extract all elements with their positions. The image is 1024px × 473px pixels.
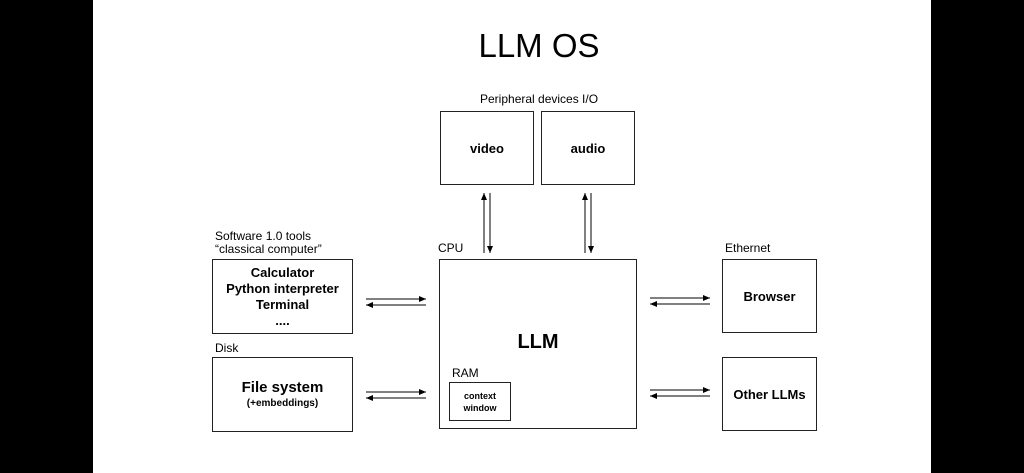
slide: LLM OS Peripheral devices I/O video audi… (93, 0, 931, 473)
ram-label: RAM (452, 366, 479, 380)
software-label-line1: Software 1.0 tools (215, 229, 312, 243)
file-system-box: File system (+embeddings) (212, 357, 353, 432)
other-llms-box: Other LLMs (722, 357, 817, 431)
audio-box: audio (541, 111, 635, 185)
browser-label: Browser (743, 288, 796, 304)
video-label: video (470, 140, 504, 156)
ethernet-label: Ethernet (725, 241, 771, 255)
software-label-line2: “classical computer” (215, 242, 322, 256)
software-item-more: .... (275, 312, 290, 328)
file-system-title: File system (241, 379, 324, 396)
browser-box: Browser (722, 259, 817, 333)
diagram-title: LLM OS (478, 27, 600, 64)
video-box: video (440, 111, 534, 185)
other-llms-label: Other LLMs (733, 386, 806, 402)
llm-box: LLM (439, 259, 637, 429)
connection-arrows (366, 193, 710, 401)
software-item-python: Python interpreter (226, 280, 339, 296)
context-line2: window (463, 402, 497, 413)
cpu-label: CPU (438, 241, 464, 255)
software-item-terminal: Terminal (255, 296, 310, 312)
llm-title: LLM (517, 330, 559, 353)
context-window-box: context window (449, 382, 511, 421)
software-box: Calculator Python interpreter Terminal .… (212, 259, 353, 334)
context-line1: context (463, 390, 496, 401)
file-system-subtitle: (+embeddings) (246, 398, 319, 409)
audio-label: audio (570, 140, 606, 156)
software-item-calculator: Calculator (250, 264, 315, 280)
peripheral-label: Peripheral devices I/O (480, 92, 599, 106)
disk-label: Disk (215, 341, 239, 355)
